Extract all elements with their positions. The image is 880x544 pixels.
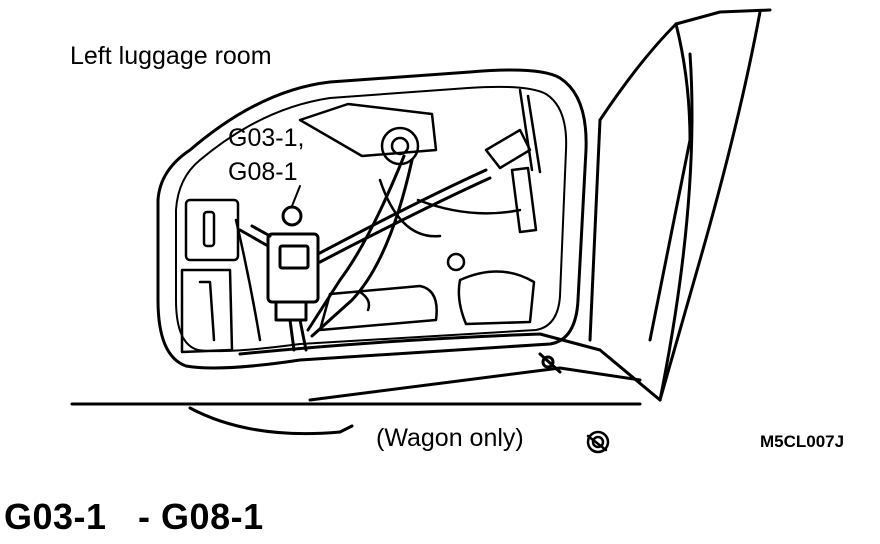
location-label: Left luggage room xyxy=(70,42,272,70)
luggage-room-illustration xyxy=(70,8,772,454)
interior-components xyxy=(180,88,542,354)
label-leader-line xyxy=(291,185,301,207)
connector-label-line1: G03-1, xyxy=(228,124,305,152)
connector-label-line2: G08-1 xyxy=(228,158,298,186)
connector-range-title: G03-1 - G08-1 xyxy=(4,496,264,537)
wagon-only-note: (Wagon only) xyxy=(376,424,524,452)
connector-g03-g08 xyxy=(238,205,320,352)
body-panel-outline xyxy=(588,8,772,402)
floor-and-sill xyxy=(70,332,662,436)
figure-code: M5CL007J xyxy=(760,432,845,451)
wiring-harness xyxy=(306,154,492,338)
wagon-note-symbol xyxy=(586,430,610,454)
trim-opening-outline xyxy=(156,68,588,370)
